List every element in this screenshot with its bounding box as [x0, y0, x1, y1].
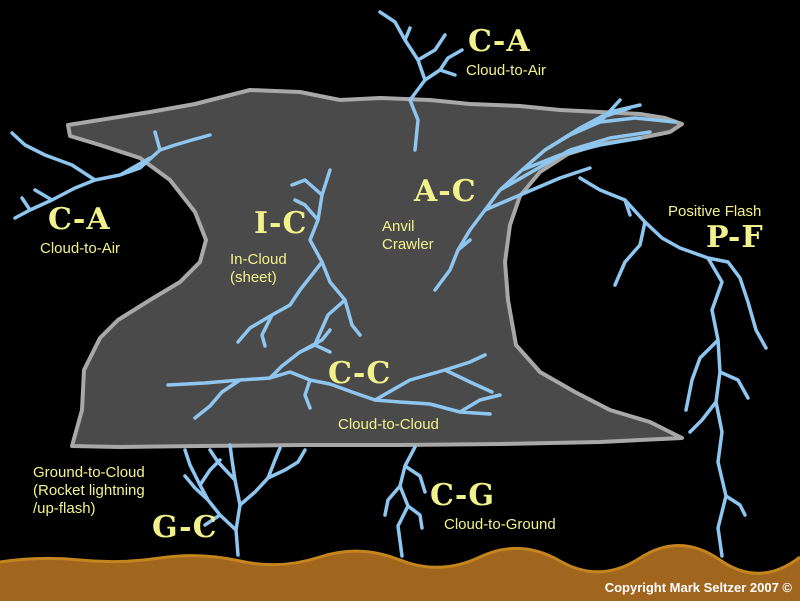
label-ac-name: Anvil Crawler: [382, 218, 434, 253]
label-pf-name: Positive Flash: [668, 203, 762, 220]
thundercloud: [66, 88, 684, 449]
label-gc-code: G-C: [152, 510, 218, 545]
label-ca-left-code: C-A: [48, 202, 111, 237]
bolt-cloud-to-air-left: [10, 130, 212, 220]
label-ac-code: A-C: [414, 174, 477, 209]
bolt-cloud-to-air-top: [378, 10, 464, 152]
label-pf-code: P-F: [706, 220, 764, 255]
lightning-bolts: [10, 10, 768, 558]
label-ca-left-name: Cloud-to-Air: [40, 240, 121, 257]
ground: [0, 545, 800, 601]
label-ic-code: I-C: [254, 206, 308, 241]
label-ca-top-code: C-A: [468, 24, 531, 59]
label-cg-name: Cloud-to-Ground: [444, 516, 556, 533]
label-gc-name: Ground-to-Cloud (Rocket lightning /up-fl…: [33, 464, 145, 517]
label-cc-code: C-C: [328, 356, 392, 391]
bolt-positive-flash: [578, 176, 768, 558]
label-ic-name: In-Cloud (sheet): [230, 251, 287, 286]
ground-edge: [0, 544, 800, 575]
bolt-anvil-crawler: [433, 98, 677, 292]
label-ca-top-name: Cloud-to-Air: [466, 62, 547, 79]
bolt-ground-to-cloud: [183, 443, 307, 557]
copyright-notice: Copyright Mark Seltzer 2007 ©: [604, 580, 792, 595]
bolt-cloud-to-ground: [383, 445, 427, 558]
label-cg-code: C-G: [430, 478, 495, 513]
bolt-cloud-to-cloud: [166, 328, 502, 420]
bolt-in-cloud: [236, 168, 362, 348]
label-cc-name: Cloud-to-Cloud: [338, 416, 439, 433]
